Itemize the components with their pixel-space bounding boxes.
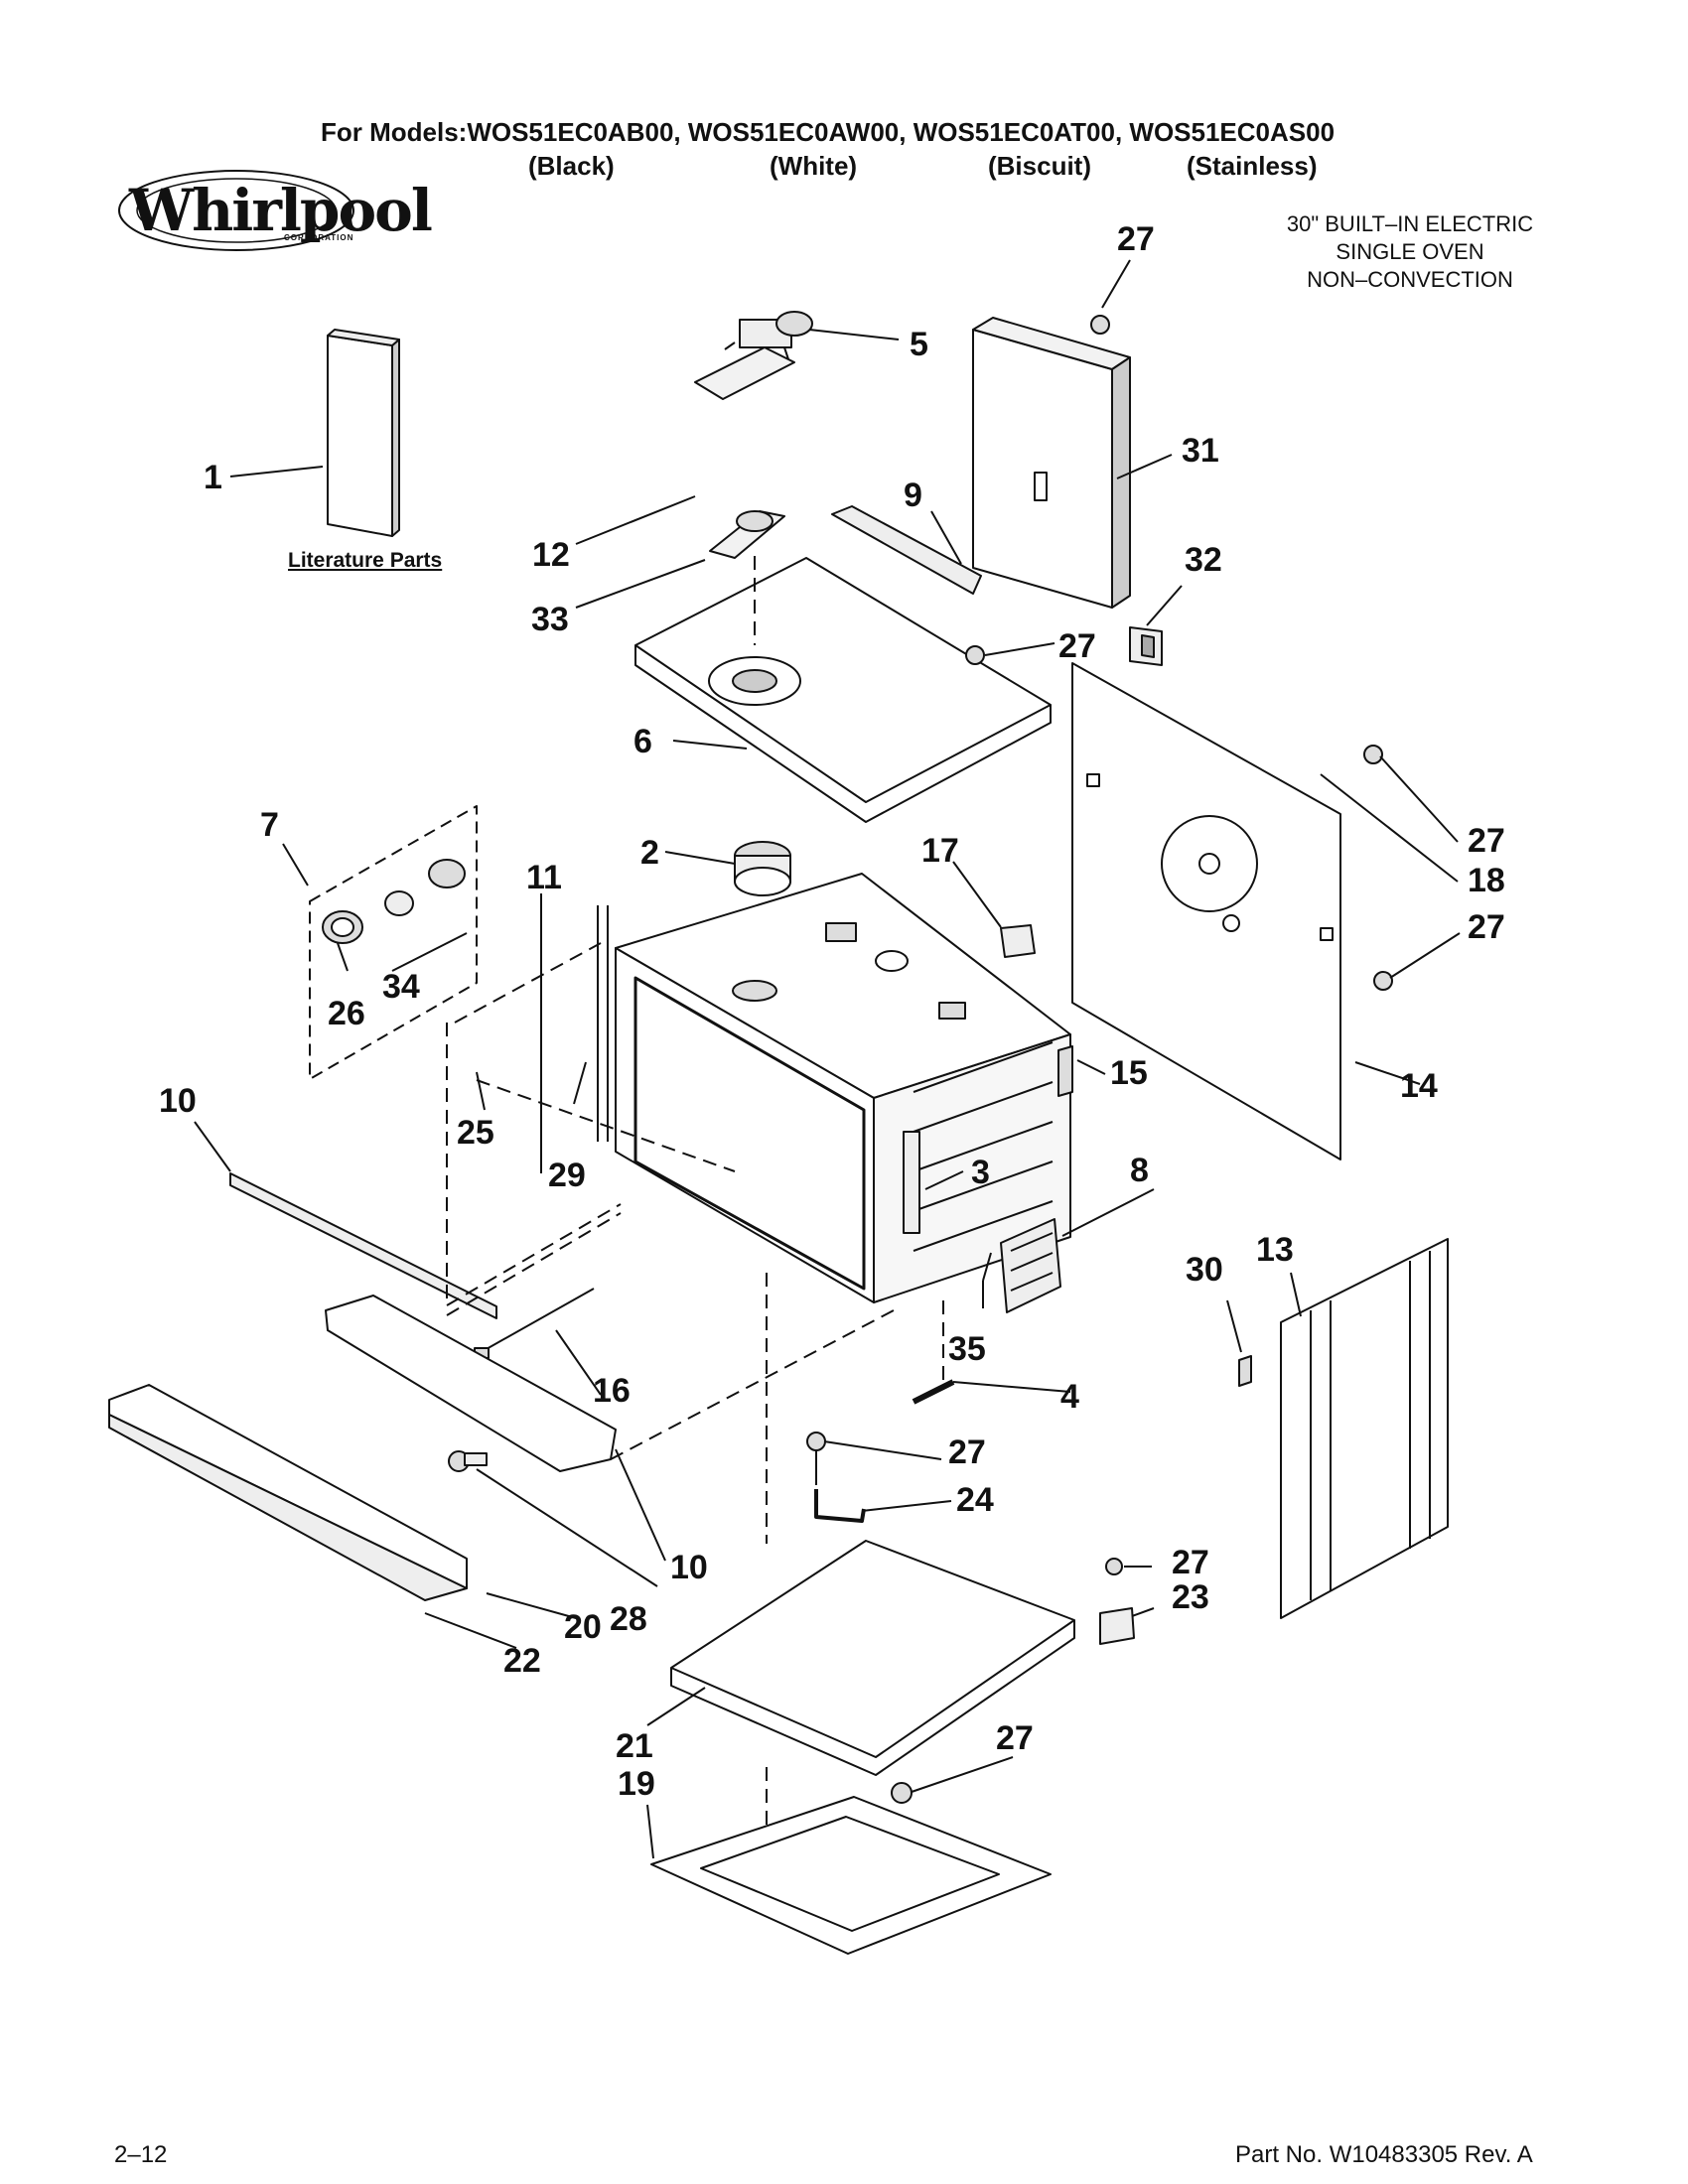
callout-24: 24	[956, 1481, 994, 1519]
whirlpool-logo: Whirlpool CORPORATION	[117, 159, 433, 258]
callout-27-mid: 27	[1058, 627, 1096, 665]
page-number: 2–12	[114, 2141, 168, 2168]
callout-10-upper: 10	[159, 1082, 197, 1120]
hinge-receiver-part	[903, 1131, 920, 1234]
logo-corporation: CORPORATION	[284, 233, 354, 242]
control-panel-cover-part	[972, 317, 1131, 609]
back-panel-part	[1071, 662, 1341, 1160]
bracket-32-part	[1129, 626, 1163, 666]
color-white: (White)	[770, 151, 858, 181]
bottom-panel-part	[670, 1540, 1075, 1776]
callout-12: 12	[532, 536, 570, 574]
callout-30: 30	[1186, 1251, 1223, 1289]
callout-34: 34	[382, 968, 420, 1006]
description-line-3: NON–CONVECTION	[1307, 267, 1513, 292]
screw-27-part	[891, 1782, 913, 1804]
side-trim-10-part	[229, 1172, 497, 1319]
literature-book-part	[327, 329, 400, 537]
bracket-4-part	[912, 1379, 955, 1405]
callout-27-right-lower: 27	[1468, 908, 1505, 946]
callout-25: 25	[457, 1114, 494, 1152]
callout-1: 1	[204, 459, 222, 496]
callout-27-lower-right: 27	[1172, 1544, 1209, 1581]
callout-6: 6	[633, 723, 652, 760]
color-black: (Black)	[528, 151, 615, 181]
vent-2-part	[734, 841, 791, 896]
logo-wordmark: Whirlpool	[129, 177, 433, 244]
callout-18: 18	[1468, 862, 1505, 899]
models-line: For Models:WOS51EC0AB00, WOS51EC0AW00, W…	[321, 117, 1336, 147]
light-assembly-part	[309, 805, 478, 1080]
toe-kick-part	[108, 1384, 468, 1601]
callout-4: 4	[1060, 1378, 1079, 1416]
callout-33: 33	[531, 601, 569, 638]
callout-35: 35	[948, 1330, 986, 1368]
bracket-15-part	[1057, 1045, 1073, 1097]
logo-swirl-icon	[118, 170, 354, 251]
trim-9-part	[831, 505, 982, 595]
sensor-16-part	[474, 1288, 595, 1359]
side-panel-13-part	[1280, 1238, 1449, 1619]
lower-trim-10-part	[325, 1295, 617, 1472]
callout-5: 5	[910, 326, 928, 363]
callout-19: 19	[618, 1765, 655, 1803]
callout-20: 20	[564, 1608, 602, 1646]
callout-10-lower: 10	[670, 1549, 708, 1586]
screw-28-part	[448, 1450, 488, 1472]
callout-17: 17	[921, 832, 959, 870]
callout-9: 9	[904, 477, 922, 514]
callout-14: 14	[1400, 1067, 1438, 1105]
callout-2: 2	[640, 834, 659, 872]
callout-32: 32	[1185, 541, 1222, 579]
callout-7: 7	[260, 806, 279, 844]
callout-27-top: 27	[1117, 220, 1155, 258]
callout-3: 3	[971, 1154, 990, 1191]
oven-description: 30" BUILT–IN ELECTRIC SINGLE OVEN NON–CO…	[1251, 210, 1569, 294]
inner-bottom-19-part	[650, 1796, 1052, 1955]
callout-15: 15	[1110, 1054, 1148, 1092]
callout-31: 31	[1182, 432, 1219, 470]
callout-21: 21	[616, 1727, 653, 1765]
callout-26: 26	[328, 995, 365, 1032]
callout-16: 16	[593, 1372, 631, 1410]
bracket-12-part	[694, 346, 795, 400]
callout-23: 23	[1172, 1578, 1209, 1616]
top-panel-part	[634, 556, 1052, 823]
description-line-1: 30" BUILT–IN ELECTRIC	[1286, 211, 1534, 236]
clip-30-part	[1238, 1355, 1252, 1387]
literature-parts-label: Literature Parts	[288, 549, 443, 572]
callout-27-lower-left: 27	[948, 1433, 986, 1471]
part-number: Part No. W10483305 Rev. A	[1235, 2141, 1533, 2168]
clip-17-part	[1000, 924, 1036, 958]
vent-grille-part	[1000, 1218, 1061, 1313]
bracket-23-part	[1099, 1607, 1135, 1645]
callout-22: 22	[503, 1642, 541, 1680]
callout-8: 8	[1130, 1152, 1149, 1189]
callout-11: 11	[526, 859, 562, 896]
callout-29: 29	[548, 1157, 586, 1194]
callout-27-right-upper: 27	[1468, 822, 1505, 860]
oven-cavity-part	[597, 873, 1071, 1303]
callout-27-bottom: 27	[996, 1719, 1034, 1757]
callout-13: 13	[1256, 1231, 1294, 1269]
callout-28: 28	[610, 1600, 647, 1638]
description-line-2: SINGLE OVEN	[1336, 239, 1484, 264]
color-biscuit: (Biscuit)	[988, 151, 1091, 181]
color-stainless: (Stainless)	[1187, 151, 1318, 181]
